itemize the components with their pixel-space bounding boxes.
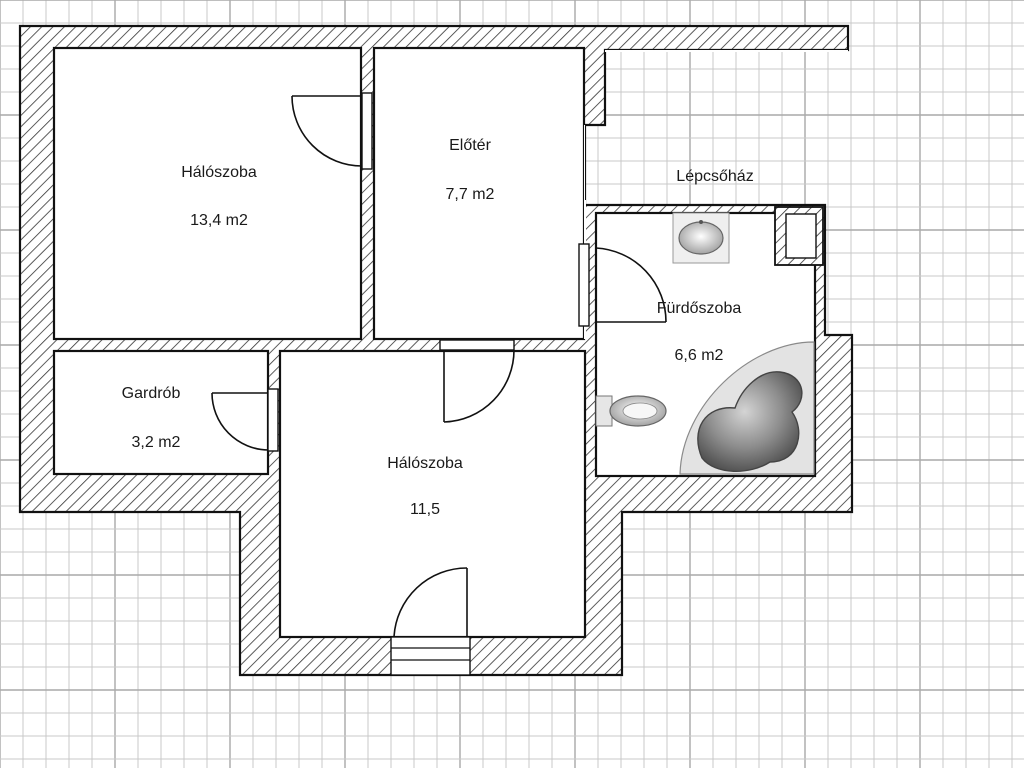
label-bathroom-area: 6,6 m2 (675, 347, 724, 364)
stairwell-area (605, 50, 848, 52)
door-bathroom (578, 243, 667, 327)
label-bedroom-2-name: Hálószoba (387, 455, 463, 472)
label-hallway-name: Előtér (449, 137, 491, 154)
bathroom-shaft-inner (785, 213, 817, 259)
label-stairwell-name: Lépcsőház (676, 168, 753, 185)
room-bedroom-1 (52, 46, 363, 341)
label-hallway-area: 7,7 m2 (446, 186, 495, 203)
room-wardrobe (52, 349, 270, 476)
label-bathroom-name: Fürdőszoba (657, 300, 742, 317)
toilet-icon (595, 395, 667, 427)
label-wardrobe-area: 3,2 m2 (132, 434, 181, 451)
door-bedroom-1 (291, 92, 373, 170)
door-wardrobe (211, 388, 279, 452)
room-hallway (372, 46, 586, 341)
label-bedroom-1-area: 13,4 m2 (190, 212, 248, 229)
label-bedroom-2-area: 11,5 (410, 501, 440, 518)
label-bedroom-1-name: Hálószoba (181, 164, 257, 181)
sink-icon (672, 212, 730, 264)
room-bedroom-2 (278, 349, 587, 639)
door-entrance (390, 567, 471, 676)
label-wardrobe-name: Gardrób (122, 385, 181, 402)
corner-bathtub-icon (679, 341, 815, 475)
door-bedroom-2 (439, 339, 515, 423)
